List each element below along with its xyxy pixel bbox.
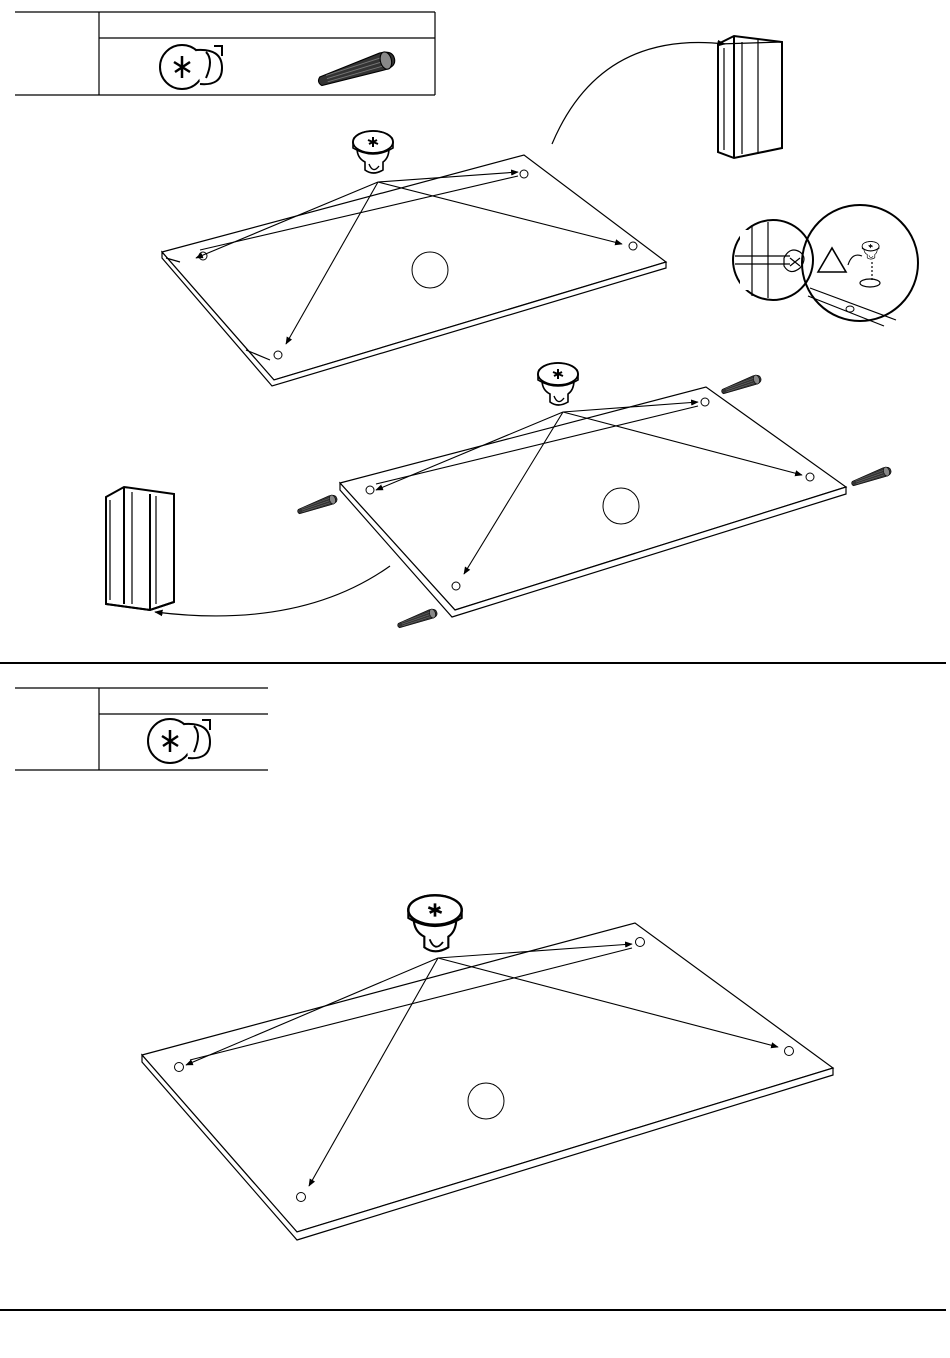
panel-label-circle [468, 1083, 504, 1119]
cam-lock-icon [408, 895, 461, 951]
bottom-panel [155, 363, 892, 628]
panel-label-circle [603, 488, 639, 524]
shelf-panel [142, 895, 833, 1240]
dowel-icon [296, 494, 338, 514]
top-panel [162, 42, 725, 386]
detail-view [733, 205, 918, 326]
parts-table-step-2 [15, 688, 268, 770]
cam-lock-icon [160, 45, 222, 89]
dowel-icon [396, 608, 438, 628]
cam-lock-icon [538, 363, 578, 405]
dowel-icon [315, 50, 396, 86]
cabinet-icon [718, 36, 782, 158]
parts-table-step-1 [15, 12, 435, 95]
warning-triangle-icon [818, 248, 846, 272]
cam-lock-icon [353, 131, 393, 173]
dowel-icon [720, 374, 762, 394]
panel-label-circle [412, 252, 448, 288]
cabinet-icon [106, 487, 174, 610]
dowel-icon [850, 466, 892, 486]
cam-lock-icon [148, 719, 210, 763]
